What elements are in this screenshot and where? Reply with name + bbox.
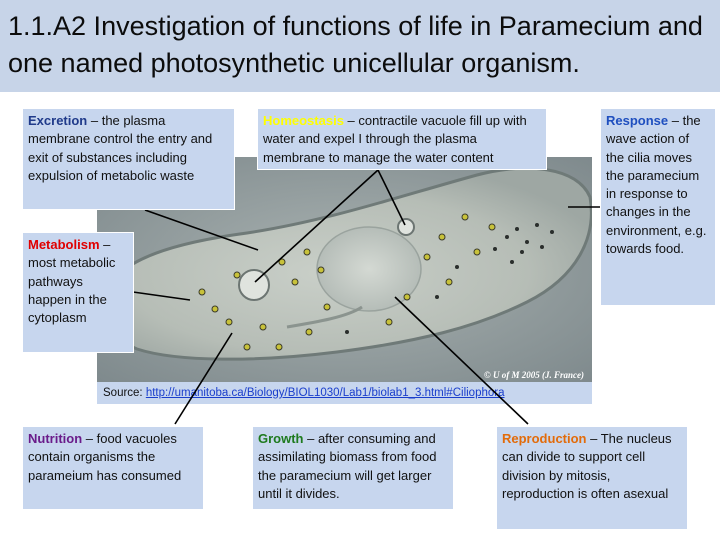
homeostasis-line-b xyxy=(377,169,406,226)
response-box: Response – the wave action of the cilia … xyxy=(600,108,716,306)
contractile-vacuole-rear xyxy=(397,218,415,236)
nucleus xyxy=(316,226,422,312)
granules xyxy=(345,223,554,334)
excretion-box: Excretion – the plasma membrane control … xyxy=(22,108,235,210)
nutrition-box: Nutrition – food vacuoles contain organi… xyxy=(22,426,204,510)
homeostasis-text: – contractile vacuole fill up with water… xyxy=(263,113,527,165)
reproduction-text: – The nucleus can divide to support cell… xyxy=(502,431,672,501)
homeostasis-term: Homeostasis xyxy=(263,113,344,128)
reproduction-box: Reproduction – The nucleus can divide to… xyxy=(496,426,688,530)
photo-copyright: © U of M 2005 (J. France) xyxy=(484,370,584,380)
food-vacuoles xyxy=(198,213,496,351)
paramecium-drawing: m © U of M 2005 (J. France) xyxy=(97,157,592,382)
growth-box: Growth – after consuming and assimilatin… xyxy=(252,426,454,510)
title-bar: 1.1.A2 Investigation of functions of lif… xyxy=(0,0,720,92)
nutrition-text: – food vacuoles contain organisms the pa… xyxy=(28,431,182,483)
growth-term: Growth xyxy=(258,431,304,446)
excretion-term: Excretion xyxy=(28,113,88,128)
slide-title: 1.1.A2 Investigation of functions of lif… xyxy=(8,11,703,78)
growth-text: – after consuming and assimilating bioma… xyxy=(258,431,437,501)
oral-groove xyxy=(286,305,363,329)
homeostasis-box: Homeostasis – contractile vacuole fill u… xyxy=(257,108,547,170)
source-citation: Source: http://umanitoba.ca/Biology/BIOL… xyxy=(97,382,592,404)
response-text: – the wave action of the cilia moves the… xyxy=(606,113,707,257)
source-link[interactable]: http://umanitoba.ca/Biology/BIOL1030/Lab… xyxy=(145,387,505,399)
paramecium-micrograph: m © U of M 2005 (J. France) xyxy=(97,157,592,382)
reproduction-term: Reproduction xyxy=(502,431,587,446)
reproduction-line xyxy=(394,296,529,425)
contractile-vacuole-front xyxy=(238,269,270,301)
metabolism-text: – most metabolic pathways happen in the … xyxy=(28,237,116,326)
nutrition-term: Nutrition xyxy=(28,431,83,446)
metabolism-term: Metabolism xyxy=(28,237,100,252)
metabolism-line xyxy=(132,291,191,301)
metabolism-box: Metabolism – most metabolic pathways hap… xyxy=(22,232,134,353)
homeostasis-line-a xyxy=(254,169,379,283)
source-label: Source: xyxy=(103,387,146,399)
response-term: Response xyxy=(606,113,669,128)
nutrition-line xyxy=(174,332,233,425)
excretion-text: – the plasma membrane control the entry … xyxy=(28,113,213,183)
excretion-line xyxy=(144,209,259,251)
